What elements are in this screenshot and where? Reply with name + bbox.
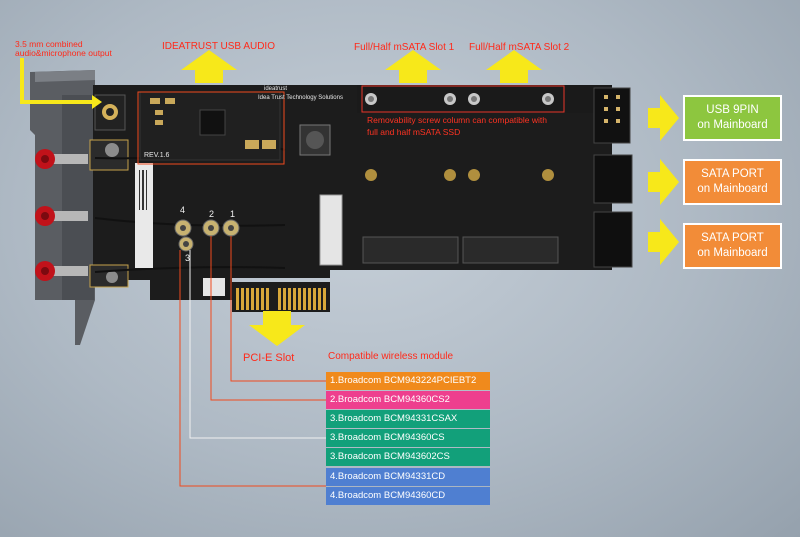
usb-header bbox=[593, 87, 631, 144]
sata-port-2-title: SATA PORT bbox=[701, 232, 764, 245]
module-row-1: 1.Broadcom BCM943224PCIEBT2 bbox=[326, 372, 490, 390]
sata-port-1-title: SATA PORT bbox=[701, 168, 764, 181]
antenna-number-2: 2 bbox=[209, 209, 215, 219]
mini-pcie-socket bbox=[319, 194, 343, 266]
module-row-2: 2.Broadcom BCM94360CS2 bbox=[326, 391, 490, 409]
screw-note-line1: Removability screw column can compatible… bbox=[367, 115, 547, 125]
sata-port-1-subtitle: on Mainboard bbox=[697, 183, 768, 195]
audio-jack-label: 3.5 mm combined audio&microphone output bbox=[15, 39, 112, 59]
pcb-brand: ideatrust bbox=[264, 86, 288, 92]
sata-connector-1 bbox=[593, 154, 633, 204]
sata-connector-2 bbox=[593, 211, 633, 268]
antenna-number-1: 1 bbox=[230, 209, 236, 219]
usb-9pin-subtitle: on Mainboard bbox=[697, 119, 768, 131]
msata-highlight bbox=[361, 85, 565, 113]
module-row-3: 3.Broadcom BCM94331CSAX bbox=[326, 410, 490, 428]
sata-port-box-1: SATA PORT on Mainboard bbox=[683, 159, 782, 205]
msata-slot-2-label: Full/Half mSATA Slot 2 bbox=[469, 42, 570, 53]
module-row-5: 3.Broadcom BCM943602CS bbox=[326, 448, 490, 466]
antenna-number-3: 3 bbox=[185, 253, 191, 263]
screw-note-line2: full and half mSATA SSD bbox=[367, 127, 461, 137]
audio-leader bbox=[20, 58, 97, 104]
usb-audio-label: IDEATRUST USB AUDIO bbox=[162, 41, 275, 52]
antenna-number-4: 4 bbox=[180, 205, 186, 215]
yellow-arrows bbox=[181, 50, 679, 346]
pcie-slot-label: PCI-E Slot bbox=[243, 352, 295, 364]
module-row-7: 4.Broadcom BCM94360CD bbox=[326, 487, 490, 505]
msata-socket-2 bbox=[462, 236, 559, 264]
module-row-4: 3.Broadcom BCM94360CS bbox=[326, 429, 490, 447]
module-row-6: 4.Broadcom BCM94331CD bbox=[326, 468, 490, 486]
sata-port-2-subtitle: on Mainboard bbox=[697, 247, 768, 259]
pcb-revision: REV.1.6 bbox=[144, 152, 170, 159]
usb-audio-highlight bbox=[137, 91, 285, 165]
msata-socket-1 bbox=[362, 236, 459, 264]
usb-9pin-box: USB 9PIN on Mainboard bbox=[683, 95, 782, 141]
usb-9pin-title: USB 9PIN bbox=[706, 104, 759, 117]
compatible-modules-title: Compatible wireless module bbox=[328, 351, 454, 362]
pcb-company: Idea Trust Technology Solutions bbox=[258, 95, 343, 101]
sata-port-box-2: SATA PORT on Mainboard bbox=[683, 223, 782, 269]
msata-slot-1-label: Full/Half mSATA Slot 1 bbox=[354, 42, 455, 53]
msata-screws bbox=[365, 93, 554, 181]
